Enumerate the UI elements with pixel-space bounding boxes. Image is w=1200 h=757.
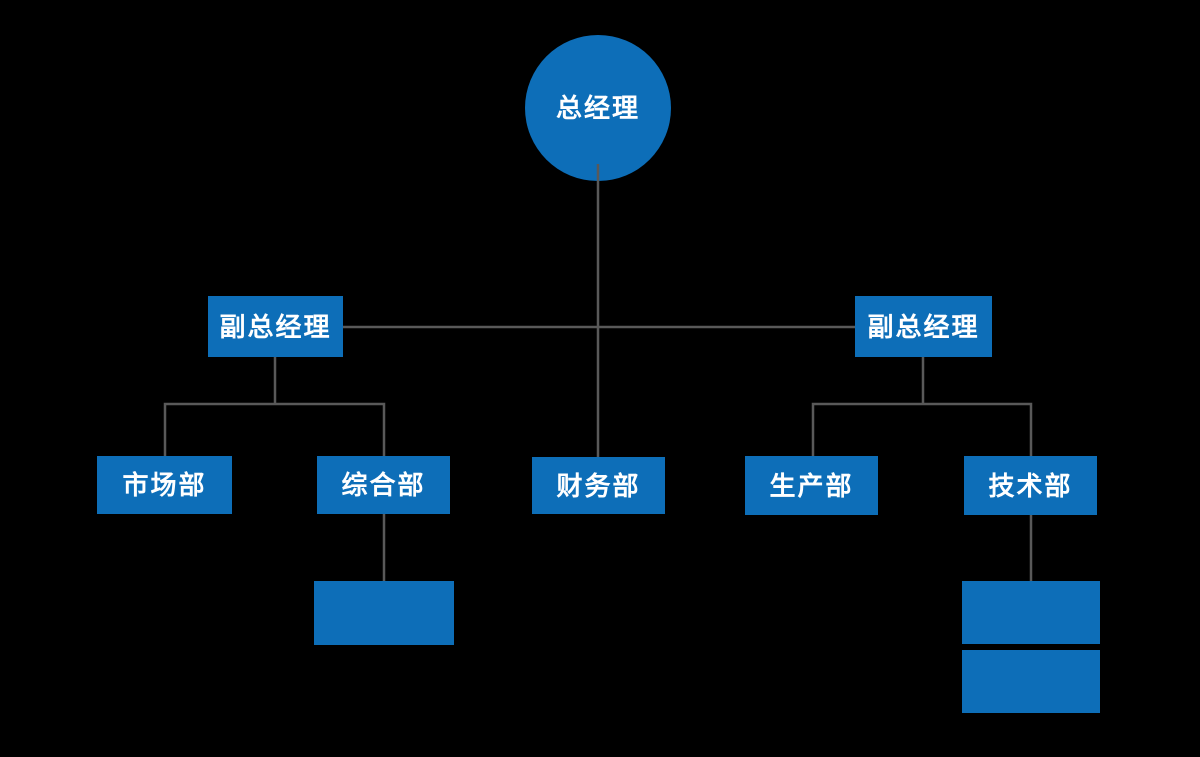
node-general-affairs-dept[interactable]: 综合部 — [317, 456, 450, 514]
node-deputy-manager-right[interactable]: 副总经理 — [855, 296, 992, 357]
node-finance-dept[interactable]: 财务部 — [532, 457, 665, 514]
node-sub-general-affairs-empty[interactable] — [314, 581, 454, 645]
node-marketing-dept[interactable]: 市场部 — [97, 456, 232, 514]
node-deputy-manager-left[interactable]: 副总经理 — [208, 296, 343, 357]
node-label: 生产部 — [769, 470, 854, 501]
node-label: 财务部 — [556, 470, 641, 501]
node-label: 市场部 — [122, 470, 207, 500]
node-production-dept[interactable]: 生产部 — [745, 456, 878, 515]
node-sub-technology-empty-2[interactable] — [962, 650, 1100, 713]
node-label: 副总经理 — [867, 311, 980, 342]
node-general-manager[interactable]: 总经理 — [525, 35, 671, 181]
connector-right-rail — [811, 402, 1033, 456]
node-label: 副总经理 — [219, 311, 332, 342]
node-sub-technology-empty-1[interactable] — [962, 581, 1100, 644]
node-label: 总经理 — [555, 93, 640, 123]
node-label: 技术部 — [988, 470, 1073, 501]
connector-left-rail — [163, 402, 386, 456]
node-label: 综合部 — [341, 470, 426, 500]
node-technology-dept[interactable]: 技术部 — [964, 456, 1097, 515]
